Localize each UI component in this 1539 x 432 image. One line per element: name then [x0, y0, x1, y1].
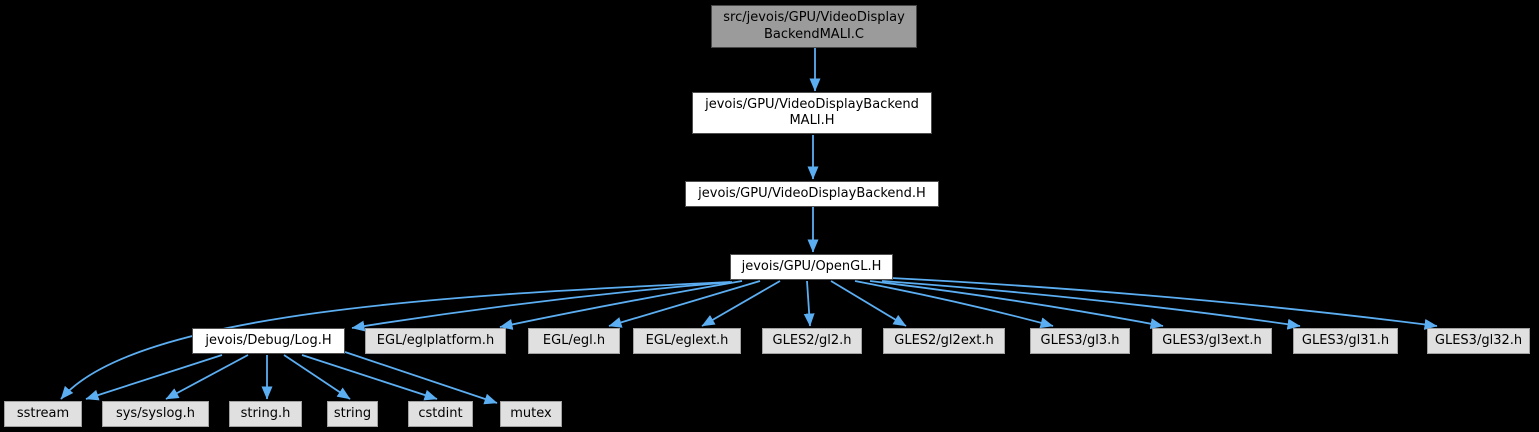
- node-gles2-gl2ext-h: GLES2/gl2ext.h: [883, 328, 1005, 354]
- node-sstream: sstream: [4, 401, 82, 427]
- edge-logh-string: [283, 354, 351, 400]
- node-label-line1: src/jevois/GPU/VideoDisplay: [723, 10, 905, 26]
- node-videodisplaybackend-h[interactable]: jevois/GPU/VideoDisplayBackend.H: [685, 181, 939, 207]
- node-label-line2: MALI.H: [789, 113, 835, 128]
- edge-openglh-eglplatform: [499, 280, 743, 330]
- node-label-line2: BackendMALI.C: [764, 26, 864, 42]
- node-cstdint: cstdint: [408, 401, 473, 427]
- edge-openglh-eglext: [701, 280, 781, 327]
- node-string: string: [327, 401, 378, 427]
- node-mutex: mutex: [500, 401, 562, 427]
- node-egl-eglplatform-h: EGL/eglplatform.h: [365, 328, 506, 354]
- node-label-line1: jevois/GPU/VideoDisplayBackend: [705, 96, 919, 112]
- node-egl-eglext-h: EGL/eglext.h: [633, 328, 741, 354]
- edge-openglh-gl3ext: [869, 280, 1164, 330]
- edge-openglh-gl2: [803, 280, 815, 327]
- node-sys-syslog-h: sys/syslog.h: [102, 401, 209, 427]
- node-videodisplaybackendmali-h[interactable]: jevois/GPU/VideoDisplayBackend MALI.H: [692, 92, 932, 134]
- edge-openglh-gl3: [854, 280, 1054, 329]
- edge-logh-cstdint: [301, 354, 438, 401]
- node-gles3-gl31-h: GLES3/gl31.h: [1293, 328, 1398, 354]
- edge-openglh-gl2ext: [830, 280, 907, 327]
- node-gles3-gl3-h: GLES3/gl3.h: [1030, 328, 1130, 354]
- node-gles2-gl2-h: GLES2/gl2.h: [762, 328, 862, 354]
- node-opengl-h[interactable]: jevois/GPU/OpenGL.H: [730, 254, 893, 280]
- node-egl-egl-h: EGL/egl.h: [528, 328, 620, 354]
- edge-openglh-logh: [351, 281, 733, 332]
- edge-openglh-gl32: [890, 277, 1438, 330]
- node-gles3-gl3ext-h: GLES3/gl3ext.h: [1152, 328, 1272, 354]
- edge-openglh-egl: [608, 280, 761, 328]
- node-src-videodisplaybackendmali-c: src/jevois/GPU/VideoDisplay BackendMALI.…: [711, 5, 917, 48]
- edge-openglh-sstream: [60, 281, 731, 400]
- edge-logh-syslog: [165, 354, 249, 400]
- edge-openglh-gl31: [881, 280, 1301, 330]
- node-string-h: string.h: [229, 401, 302, 427]
- edge-logh-sstream: [85, 354, 223, 401]
- node-debug-log-h[interactable]: jevois/Debug/Log.H: [192, 328, 345, 354]
- edge-logh-mutex: [344, 351, 498, 405]
- node-gles3-gl32-h: GLES3/gl32.h: [1427, 328, 1530, 354]
